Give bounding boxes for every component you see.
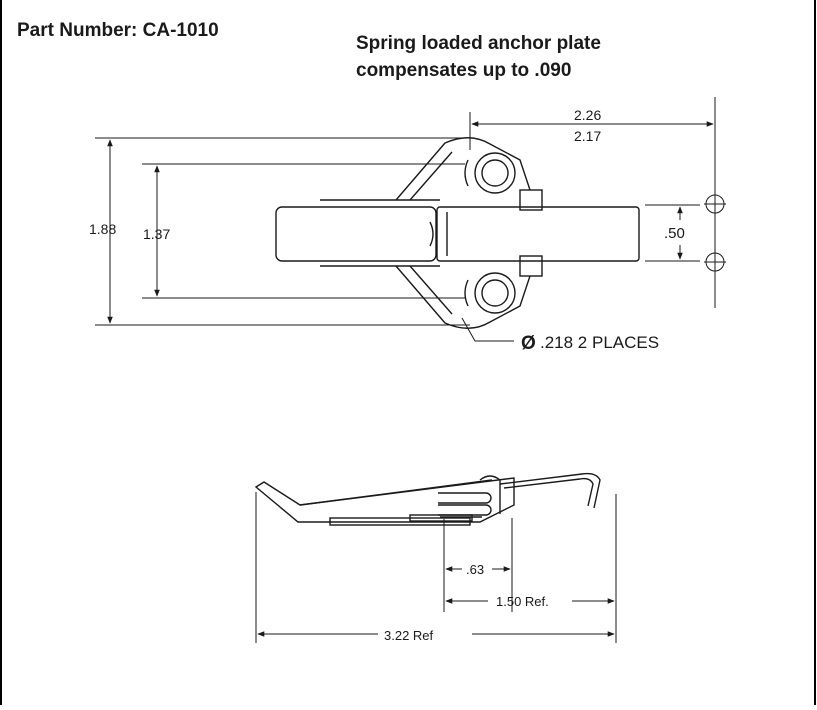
hole-callout-text: .218 2 PLACES — [540, 333, 659, 352]
spring-tab-bottom — [519, 255, 543, 277]
hole-callout-leader — [461, 317, 514, 342]
mount-boss-bottom — [474, 272, 516, 314]
spring-note-line1: Spring loaded anchor plate — [356, 33, 601, 54]
mount-hole-bottom — [481, 279, 509, 307]
latch-side-view — [254, 472, 601, 526]
dim-text-137: 1.37 — [143, 226, 170, 242]
spring-tab-top — [519, 189, 543, 211]
side-hook-wire-inner — [503, 477, 594, 507]
dim-text-150: 1.50 Ref. — [496, 594, 549, 609]
top-view-dimensions — [95, 97, 726, 342]
side-hook-wire — [499, 472, 601, 509]
body-plate — [436, 206, 640, 262]
bracket-upper-edge — [395, 137, 531, 201]
dim-text-217: 2.17 — [574, 128, 601, 144]
latch-top-view — [275, 137, 640, 329]
dim-text-188: 1.88 — [89, 221, 116, 237]
bracket-inner-lines — [409, 151, 453, 315]
draw-bar-outline — [275, 206, 437, 262]
side-body — [254, 477, 515, 523]
dim-text-063: .63 — [466, 562, 484, 577]
diameter-symbol: Ø — [521, 333, 536, 354]
dim-text-226: 2.26 — [574, 107, 601, 123]
spring-note-line2: compensates up to .090 — [356, 60, 572, 81]
side-spring-coils — [438, 492, 492, 518]
dim-text-322: 3.22 Ref — [384, 628, 434, 643]
side-view-dimensions — [255, 492, 617, 643]
side-pivot — [479, 475, 501, 514]
mount-boss-top — [474, 152, 516, 194]
mount-hole-top — [481, 159, 509, 187]
boss-shading — [464, 159, 469, 307]
part-number-label: Part Number: CA-1010 — [17, 20, 219, 41]
bracket-lower-edge — [395, 265, 531, 329]
side-top-surface — [299, 479, 493, 506]
body-plate-notch — [429, 221, 434, 247]
dim-text-050: .50 — [664, 225, 685, 242]
spring-note: Spring loaded anchor plate compensates u… — [356, 30, 601, 84]
side-anchor-plate — [409, 514, 473, 522]
